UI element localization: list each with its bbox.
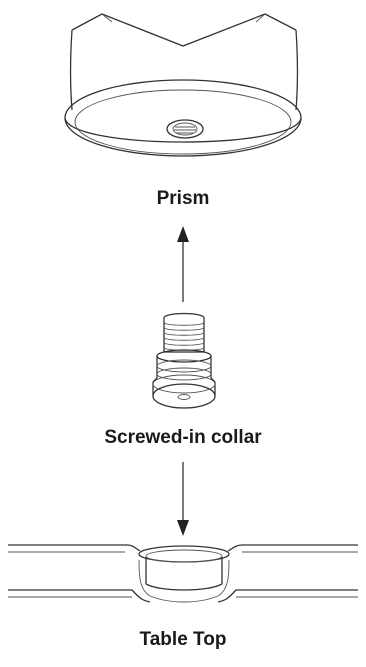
table-top-illustration <box>8 544 358 603</box>
prism-label: Prism <box>156 188 210 209</box>
table-top-label: Table Top <box>139 629 227 650</box>
collar-label: Screwed-in collar <box>104 427 262 448</box>
down-arrow <box>177 462 189 536</box>
collar-illustration <box>152 312 216 409</box>
prism-illustration <box>64 13 302 157</box>
up-arrow <box>177 226 189 302</box>
